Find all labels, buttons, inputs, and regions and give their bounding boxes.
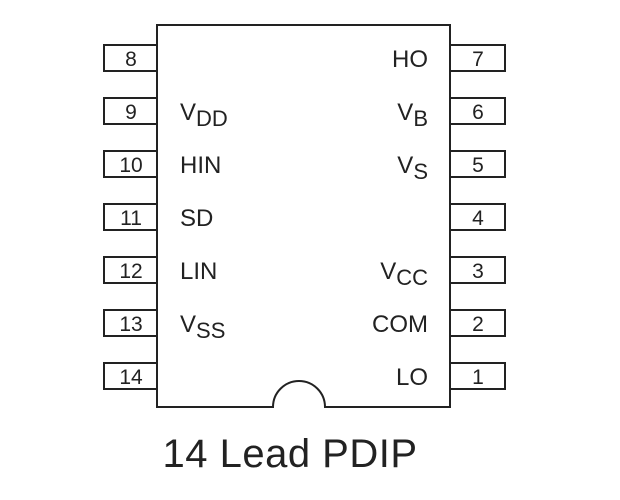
pin-2: 2 COM [372, 309, 506, 338]
pin-6: 6 VB [397, 97, 506, 131]
pin-number: 2 [472, 313, 484, 336]
pin-11: 11 SD [103, 203, 213, 232]
pin-number: 12 [119, 260, 142, 283]
pin-number: 11 [120, 207, 142, 230]
pin-box [103, 362, 158, 390]
pin-label: VB [397, 99, 428, 131]
pin-box [449, 44, 506, 72]
pin-box [103, 309, 158, 337]
pin-box [449, 203, 506, 231]
pin-box [449, 309, 506, 337]
pin-14: 14 [103, 362, 158, 390]
pin-label: COM [372, 311, 428, 338]
pin-number: 3 [472, 260, 484, 283]
pin-box [103, 150, 158, 178]
pin-number: 5 [472, 154, 484, 177]
pin-label: HO [392, 46, 428, 73]
pin-box [449, 256, 506, 284]
pin-3: 3 VCC [380, 256, 506, 290]
left-pin-column: 8 9 VDD 10 HIN 11 SD 12 LIN 13 VSS 14 [103, 44, 228, 390]
pin-8: 8 [103, 44, 158, 72]
pin-10: 10 HIN [103, 150, 221, 179]
right-pin-column: 7 HO 6 VB 5 VS 4 3 VCC 2 COM 1 LO [372, 44, 506, 391]
pin-number: 10 [119, 154, 142, 177]
pin-box [103, 44, 158, 72]
pin-box [449, 97, 506, 125]
pin-label: VSS [180, 311, 225, 343]
pin-1: 1 LO [396, 362, 506, 391]
pin-number: 13 [119, 313, 142, 336]
pin-number: 1 [472, 366, 484, 389]
pin-label: VS [397, 152, 428, 184]
pin-label: LIN [180, 258, 217, 285]
pin-number: 7 [472, 48, 484, 71]
pin-label: VDD [180, 99, 228, 131]
pin-13: 13 VSS [103, 309, 225, 343]
pin-label: SD [180, 205, 213, 232]
pin-box [449, 362, 506, 390]
pin-box [449, 150, 506, 178]
pin-box [103, 97, 158, 125]
pin-7: 7 HO [392, 44, 506, 73]
pin-4: 4 [449, 203, 506, 231]
ic-body-outline [156, 24, 451, 408]
pin-label: HIN [180, 152, 221, 179]
pin-box [103, 203, 158, 231]
pin-number: 8 [125, 48, 137, 71]
pin-label: LO [396, 364, 428, 391]
pin-label: VCC [380, 258, 428, 290]
pin-12: 12 LIN [103, 256, 217, 285]
pin-number: 6 [472, 101, 484, 124]
pin-number: 14 [119, 366, 143, 389]
pin-number: 4 [472, 207, 484, 230]
pin-9: 9 VDD [103, 97, 228, 131]
pin-number: 9 [125, 101, 137, 124]
package-caption: 14 Lead PDIP [162, 432, 418, 476]
pin-5: 5 VS [397, 150, 506, 184]
pin-box [103, 256, 158, 284]
